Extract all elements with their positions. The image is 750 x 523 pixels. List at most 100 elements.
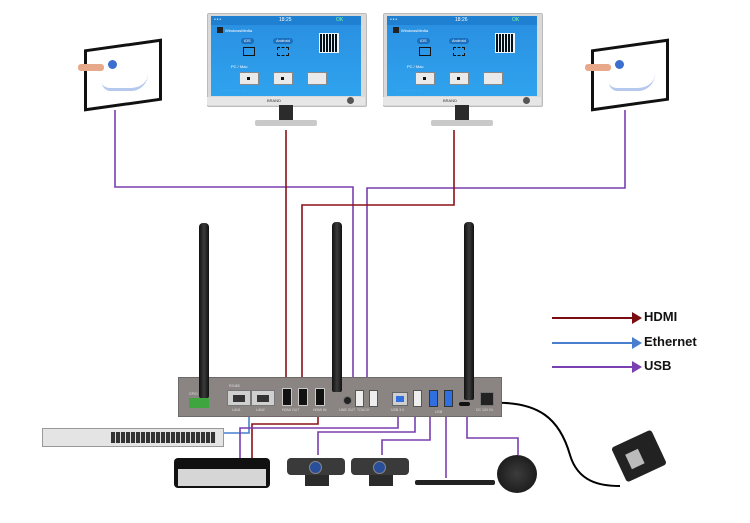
touch-panel-left bbox=[78, 38, 163, 112]
usb-port-3 bbox=[444, 390, 453, 407]
screen-footer: · · · · · · · · · · · · · · bbox=[221, 88, 246, 92]
mini-pc-ports bbox=[178, 469, 266, 486]
lan2-port bbox=[251, 390, 275, 406]
scan-icon bbox=[453, 47, 465, 56]
hand-icon bbox=[585, 64, 611, 71]
swoosh-graphic bbox=[102, 74, 148, 91]
touch-point-icon bbox=[615, 60, 624, 69]
touch-panel-right bbox=[585, 38, 670, 112]
mini-pc bbox=[174, 458, 270, 488]
adapter-label-plate bbox=[625, 448, 645, 470]
screen-time: 18:26 bbox=[455, 17, 468, 23]
camera-1 bbox=[287, 458, 345, 486]
network-info: ● ● ● bbox=[214, 17, 222, 21]
usb-port-2 bbox=[429, 390, 438, 407]
android-option: Android bbox=[449, 38, 469, 44]
screen-time: 18:25 bbox=[279, 17, 292, 23]
usb-wire-right-touch bbox=[366, 110, 626, 388]
camera-2 bbox=[351, 458, 409, 486]
app-icon bbox=[393, 27, 399, 33]
usb-wire-mini-pc bbox=[239, 410, 399, 468]
camera-stand bbox=[369, 475, 393, 486]
arrow-right-icon bbox=[632, 312, 642, 324]
usb-port-1 bbox=[413, 390, 422, 407]
dongle-icon bbox=[307, 72, 327, 85]
screen-status: OK bbox=[512, 17, 520, 23]
usb-c-port bbox=[459, 402, 470, 406]
dc-in-label: DC 12V IN bbox=[476, 408, 493, 412]
monitor-brand: BRAND bbox=[443, 98, 458, 103]
monitor-stand bbox=[255, 120, 317, 126]
power-button-icon bbox=[523, 97, 530, 104]
usb-touch-label: TOUCH bbox=[357, 408, 370, 412]
lan1-port bbox=[227, 390, 251, 406]
screen-status-bar bbox=[387, 16, 537, 25]
usb-touch-port-2 bbox=[369, 390, 378, 407]
hdmi-out-label: HDMI OUT bbox=[282, 408, 300, 412]
laptop-dongle-icon bbox=[449, 72, 469, 85]
laptop-dongle-icon bbox=[273, 72, 293, 85]
airplay-icon bbox=[419, 47, 431, 56]
network-info: ● ● ● bbox=[390, 17, 398, 21]
airplay-icon bbox=[243, 47, 255, 56]
legend-usb-label: USB bbox=[644, 358, 672, 373]
legend-hdmi-line bbox=[552, 317, 632, 319]
usb-wire-camera-1 bbox=[317, 410, 416, 455]
usb-touch-port-1 bbox=[355, 390, 364, 407]
laptop-icon bbox=[239, 72, 259, 85]
power-button-icon bbox=[347, 97, 354, 104]
pc-mac-label: PC / Mac bbox=[231, 64, 248, 69]
switch-ports bbox=[111, 432, 216, 443]
speakerphone bbox=[497, 455, 537, 493]
qr-code-icon bbox=[495, 33, 515, 53]
line-out-jack bbox=[343, 396, 352, 405]
camera-lens-icon bbox=[309, 461, 322, 474]
dc-in-jack bbox=[480, 392, 494, 406]
line-out-label: LINE OUT bbox=[339, 408, 356, 412]
hdmi-in-port bbox=[315, 388, 325, 406]
laptop-icon bbox=[415, 72, 435, 85]
legend-ethernet-label: Ethernet bbox=[644, 334, 697, 349]
antenna-left bbox=[199, 223, 209, 398]
app-label: WindowsMedia bbox=[401, 28, 429, 33]
pc-mac-label: PC / Mac bbox=[407, 64, 424, 69]
qr-code-icon bbox=[319, 33, 339, 53]
hdmi-in-label: HDMI IN bbox=[313, 408, 327, 412]
hdmi-out-port-2 bbox=[298, 388, 308, 406]
ios-option: iOS bbox=[241, 38, 254, 44]
hand-icon bbox=[78, 64, 104, 71]
monitor-neck bbox=[455, 105, 469, 121]
monitor-chin bbox=[383, 97, 541, 105]
monitor-neck bbox=[279, 105, 293, 121]
screen-footer: · · · · · · · · · · · · · · bbox=[397, 88, 422, 92]
usb-wire-camera-2 bbox=[381, 410, 431, 455]
gpio-label: GPIO bbox=[189, 392, 198, 396]
usb-b-label: USB 3.0 bbox=[391, 408, 405, 412]
camera-lens-icon bbox=[373, 461, 386, 474]
usb-group-label: USB bbox=[435, 410, 443, 414]
screen-status-bar bbox=[211, 16, 361, 25]
monitor-chin bbox=[207, 97, 365, 105]
power-cable bbox=[487, 401, 621, 487]
usb-b-port bbox=[392, 392, 408, 406]
monitor-screen: ● ● ● 18:25 OK WindowsMedia iOS Android … bbox=[211, 16, 361, 96]
legend-usb-line bbox=[552, 366, 632, 368]
antenna-middle bbox=[332, 222, 342, 392]
android-option: Android bbox=[273, 38, 293, 44]
arrow-right-icon bbox=[632, 361, 642, 373]
soundbar bbox=[415, 480, 495, 485]
usb-wire-speakerphone bbox=[466, 410, 519, 455]
lan1-label: LAN1 bbox=[232, 408, 241, 412]
network-switch bbox=[42, 428, 224, 447]
scan-icon bbox=[277, 47, 289, 56]
touch-point-icon bbox=[108, 60, 117, 69]
usb-wire-left-touch bbox=[114, 110, 354, 388]
legend-hdmi-label: HDMI bbox=[644, 309, 678, 324]
monitor-right: ● ● ● 18:26 OK WindowsMedia iOS Android … bbox=[383, 13, 543, 131]
monitor-screen: ● ● ● 18:26 OK WindowsMedia iOS Android … bbox=[387, 16, 537, 96]
legend-ethernet-line bbox=[552, 342, 632, 344]
monitor-left: ● ● ● 18:25 OK WindowsMedia iOS Android … bbox=[207, 13, 367, 131]
camera-stand bbox=[305, 475, 329, 486]
lan2-label: LAN2 bbox=[256, 408, 265, 412]
